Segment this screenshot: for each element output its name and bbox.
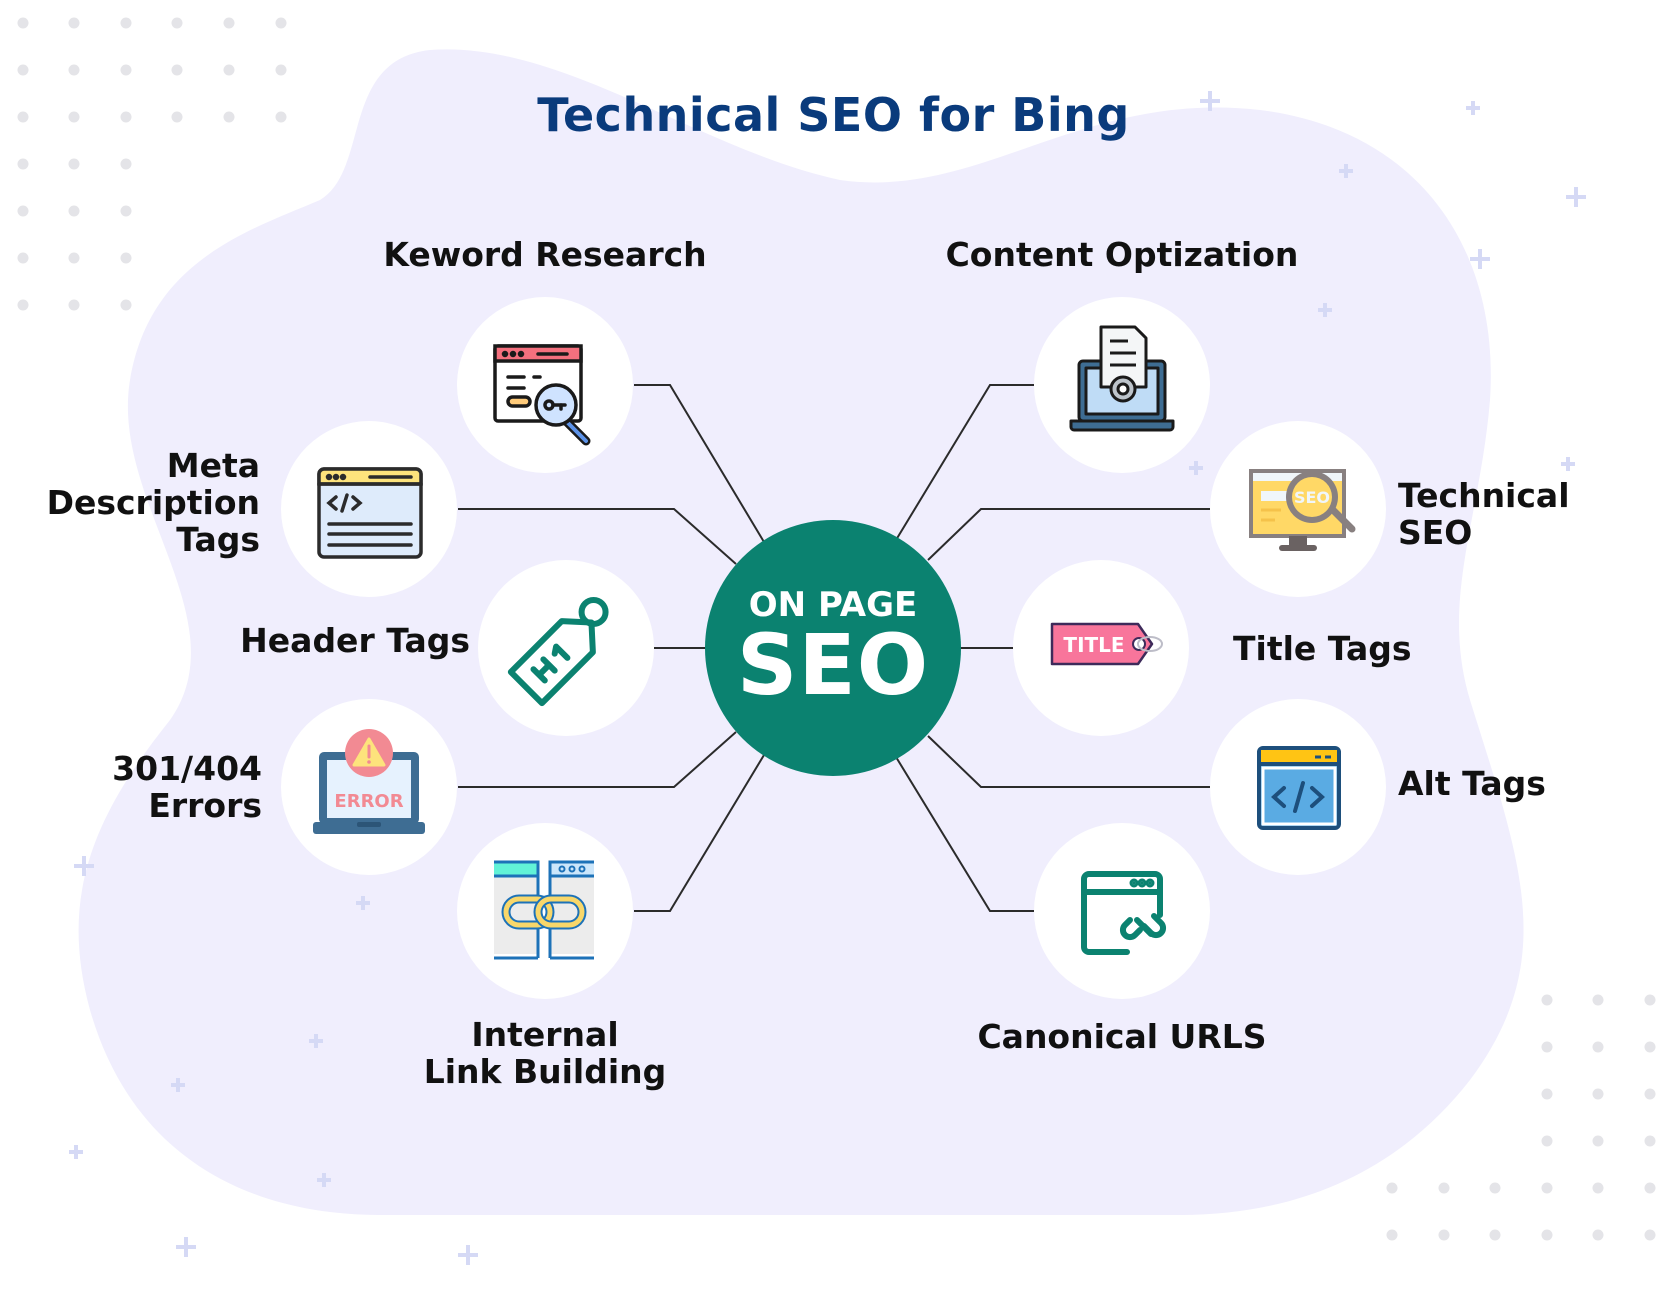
svg-text:SEO: SEO xyxy=(1294,488,1330,507)
center-label-seo: SEO xyxy=(736,616,930,714)
connector-content xyxy=(895,384,1034,541)
svg-text:ERROR: ERROR xyxy=(334,791,403,812)
plus-marks xyxy=(69,91,1586,1265)
h1-tag-icon xyxy=(507,596,609,707)
label-line: Technical xyxy=(1398,476,1570,515)
code-window-icon xyxy=(317,467,423,559)
label-line: Link Building xyxy=(423,1052,667,1091)
connector-technical xyxy=(927,508,1210,561)
code-browser-icon xyxy=(1257,746,1341,830)
connector-meta xyxy=(458,508,737,565)
center-label-on-page: ON PAGE xyxy=(748,585,918,625)
label-line: Internal xyxy=(471,1015,619,1054)
label-line: 301/404 xyxy=(112,749,262,788)
title-tag-icon: TITLE xyxy=(1050,622,1163,666)
node-label-header-tags: Header Tags xyxy=(240,621,470,660)
connector-errors xyxy=(458,731,737,788)
connector-internal xyxy=(634,754,765,912)
node-label-canonical-urls: Canonical URLS xyxy=(977,1017,1267,1056)
content-optimization-icon xyxy=(1069,325,1175,432)
connector-canonical xyxy=(895,756,1034,912)
node-label-internal-link-building: Internal Link Building xyxy=(395,1016,695,1090)
node-label-errors: 301/404 Errors xyxy=(60,750,262,824)
label-line: Tags xyxy=(176,520,260,559)
error-laptop-icon: ERROR xyxy=(313,729,425,834)
node-label-technical-seo: Technical SEO xyxy=(1398,477,1570,551)
dot-grid-top-left xyxy=(17,17,287,311)
label-line: Errors xyxy=(148,786,262,825)
dot-grid-bottom-right xyxy=(1386,994,1656,1241)
node-label-keyword-research: Keword Research xyxy=(383,235,707,274)
center-circle xyxy=(705,520,961,776)
keyword-research-icon xyxy=(493,344,591,446)
connector-lines xyxy=(458,384,1210,912)
connector-alt xyxy=(927,735,1210,788)
canonical-link-icon xyxy=(1081,871,1167,955)
label-line: Description xyxy=(46,483,260,522)
node-label-alt-tags: Alt Tags xyxy=(1398,764,1546,803)
seo-monitor-icon: SEO xyxy=(1249,469,1356,551)
label-line: Meta xyxy=(166,446,260,485)
node-label-meta-description-tags: Meta Description Tags xyxy=(20,447,260,558)
node-label-content-optimization: Content Optization xyxy=(945,235,1299,274)
label-line: SEO xyxy=(1398,513,1473,552)
node-label-title-tags: Title Tags xyxy=(1233,629,1412,668)
svg-text:TITLE: TITLE xyxy=(1063,633,1124,657)
connector-keyword xyxy=(634,384,765,543)
link-pages-icon xyxy=(494,860,594,960)
page-title: Technical SEO for Bing xyxy=(537,88,1130,142)
